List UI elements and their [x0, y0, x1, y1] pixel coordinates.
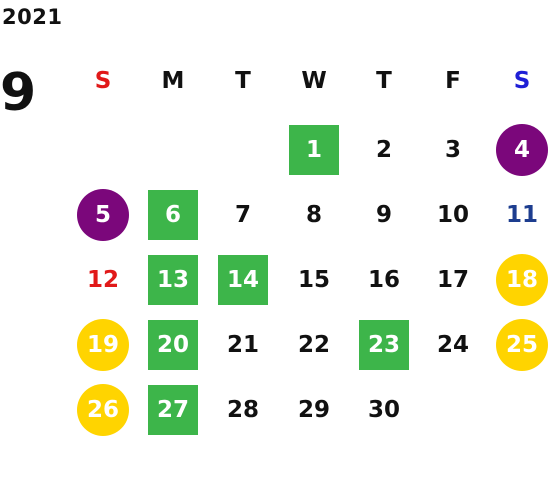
calendar-day-5[interactable]: 5	[77, 189, 129, 241]
calendar-day-24[interactable]: 24	[436, 332, 469, 358]
weekday-label-sun: S	[94, 68, 112, 94]
calendar-day-3[interactable]: 3	[444, 137, 461, 163]
calendar-day-10[interactable]: 10	[436, 202, 469, 228]
calendar-day-30[interactable]: 30	[367, 397, 400, 423]
calendar-day-12[interactable]: 12	[86, 267, 119, 293]
calendar-day-13[interactable]: 13	[148, 255, 198, 305]
calendar-day-2[interactable]: 2	[375, 137, 392, 163]
weekday-label-mon: M	[161, 68, 185, 94]
calendar-day-20[interactable]: 20	[148, 320, 198, 370]
weekday-label-wed: W	[301, 68, 327, 94]
calendar-day-23[interactable]: 23	[359, 320, 409, 370]
calendar-day-22[interactable]: 22	[297, 332, 330, 358]
calendar-day-16[interactable]: 16	[367, 267, 400, 293]
weekday-label-sat: S	[513, 68, 531, 94]
calendar-day-26[interactable]: 26	[77, 384, 129, 436]
calendar-day-21[interactable]: 21	[226, 332, 259, 358]
calendar-day-19[interactable]: 19	[77, 319, 129, 371]
calendar-day-17[interactable]: 17	[436, 267, 469, 293]
calendar-day-28[interactable]: 28	[226, 397, 259, 423]
weekday-label-thu: T	[376, 68, 392, 94]
calendar-day-27[interactable]: 27	[148, 385, 198, 435]
calendar-day-15[interactable]: 15	[297, 267, 330, 293]
weekday-label-fri: F	[445, 68, 461, 94]
calendar-day-18[interactable]: 18	[496, 254, 548, 306]
calendar-year: 2021	[2, 5, 63, 29]
calendar-month: 9	[0, 63, 37, 123]
calendar-day-14[interactable]: 14	[218, 255, 268, 305]
calendar-day-8[interactable]: 8	[305, 202, 322, 228]
weekday-label-tue: T	[235, 68, 251, 94]
calendar-day-11[interactable]: 11	[505, 202, 538, 228]
calendar-day-25[interactable]: 25	[496, 319, 548, 371]
calendar-day-29[interactable]: 29	[297, 397, 330, 423]
calendar-day-4[interactable]: 4	[496, 124, 548, 176]
calendar-day-7[interactable]: 7	[234, 202, 251, 228]
calendar-day-6[interactable]: 6	[148, 190, 198, 240]
calendar-day-9[interactable]: 9	[375, 202, 392, 228]
calendar-day-1[interactable]: 1	[289, 125, 339, 175]
